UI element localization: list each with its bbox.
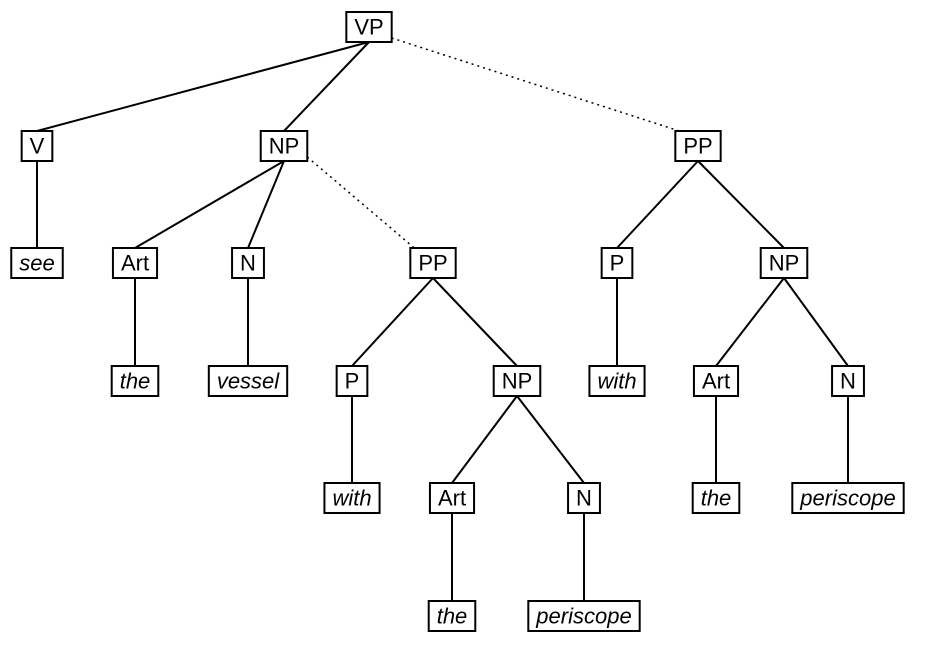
tree-node-box [207, 365, 289, 397]
tree-edge-np3-n3 [783, 277, 849, 367]
tree-node-n2: N [567, 482, 601, 514]
tree-node-box [323, 482, 381, 514]
tree-node-with2: with [588, 365, 646, 397]
category-label: N [840, 369, 856, 394]
tree-node-vp: VP [345, 11, 393, 43]
tree-node-box [110, 365, 160, 397]
category-label: NP [269, 134, 300, 159]
tree-node-box [427, 600, 477, 632]
word-label: the [701, 486, 732, 511]
tree-node-box [20, 130, 54, 162]
tree-edge-pp1-np2 [432, 277, 518, 367]
tree-node-box [791, 482, 905, 514]
tree-node-box [831, 365, 865, 397]
tree-node-see: see [10, 247, 64, 279]
tree-node-box [231, 247, 265, 279]
category-label: Art [702, 369, 730, 394]
word-label: periscope [799, 486, 895, 511]
tree-node-box [259, 130, 309, 162]
tree-node-box [567, 482, 601, 514]
tree-edge-pp1-p1 [351, 277, 434, 367]
tree-edge-pp2-np3 [697, 160, 785, 249]
word-label: with [597, 369, 636, 394]
tree-edge-np2-n2 [516, 395, 585, 484]
tree-node-art1: Art [111, 247, 159, 279]
tree-node-periscope2: periscope [791, 482, 905, 514]
tree-nodes: VPVseeNPArttheNvesselPPPwithNPArttheNper… [10, 11, 905, 632]
tree-edges [36, 37, 849, 601]
category-label: N [240, 251, 256, 276]
tree-edge-vp-np1 [283, 41, 370, 132]
category-label: NP [769, 251, 800, 276]
tree-node-np1: NP [259, 130, 309, 162]
word-label: see [19, 251, 54, 276]
tree-node-periscope1: periscope [527, 600, 641, 632]
tree-node-the3: the [691, 482, 741, 514]
category-label: P [610, 251, 625, 276]
tree-node-n1: N [231, 247, 265, 279]
tree-node-box [335, 365, 369, 397]
tree-node-the1: the [110, 365, 160, 397]
tree-edge-np1-pp1 [306, 156, 415, 249]
tree-node-n3: N [831, 365, 865, 397]
category-label: Art [438, 486, 466, 511]
word-label: periscope [535, 604, 631, 629]
category-label: Art [121, 251, 149, 276]
tree-node-box [492, 365, 542, 397]
tree-node-box [588, 365, 646, 397]
tree-node-box [759, 247, 809, 279]
category-label: PP [418, 251, 447, 276]
tree-node-p1: P [335, 365, 369, 397]
tree-node-box [345, 11, 393, 43]
tree-node-art2: Art [428, 482, 476, 514]
category-label: NP [502, 369, 533, 394]
category-label: N [576, 486, 592, 511]
tree-node-box [691, 482, 741, 514]
word-label: the [120, 369, 151, 394]
category-label: PP [683, 134, 712, 159]
tree-edge-np1-n1 [247, 160, 285, 249]
tree-edge-np2-art2 [451, 395, 518, 484]
tree-node-np3: NP [759, 247, 809, 279]
tree-node-p2: P [600, 247, 634, 279]
category-label: VP [354, 15, 383, 40]
word-label: the [437, 604, 468, 629]
tree-node-np2: NP [492, 365, 542, 397]
tree-node-box [409, 247, 457, 279]
tree-node-with1: with [323, 482, 381, 514]
tree-node-art3: Art [692, 365, 740, 397]
word-label: with [332, 486, 371, 511]
tree-node-pp1: PP [409, 247, 457, 279]
category-label: V [30, 134, 45, 159]
tree-edge-vp-v [36, 41, 370, 132]
tree-node-box [428, 482, 476, 514]
tree-node-box [10, 247, 64, 279]
tree-edge-np3-art3 [715, 277, 785, 367]
tree-node-box [600, 247, 634, 279]
tree-node-box [692, 365, 740, 397]
tree-edge-vp-pp2 [391, 37, 680, 132]
tree-node-pp2: PP [674, 130, 722, 162]
tree-node-v: V [20, 130, 54, 162]
tree-edge-np1-art1 [134, 160, 285, 249]
tree-node-the2: the [427, 600, 477, 632]
tree-node-box [111, 247, 159, 279]
category-label: P [345, 369, 360, 394]
tree-edge-pp2-p2 [616, 160, 699, 249]
tree-node-box [527, 600, 641, 632]
tree-node-box [674, 130, 722, 162]
word-label: vessel [217, 369, 280, 394]
tree-node-vessel: vessel [207, 365, 289, 397]
